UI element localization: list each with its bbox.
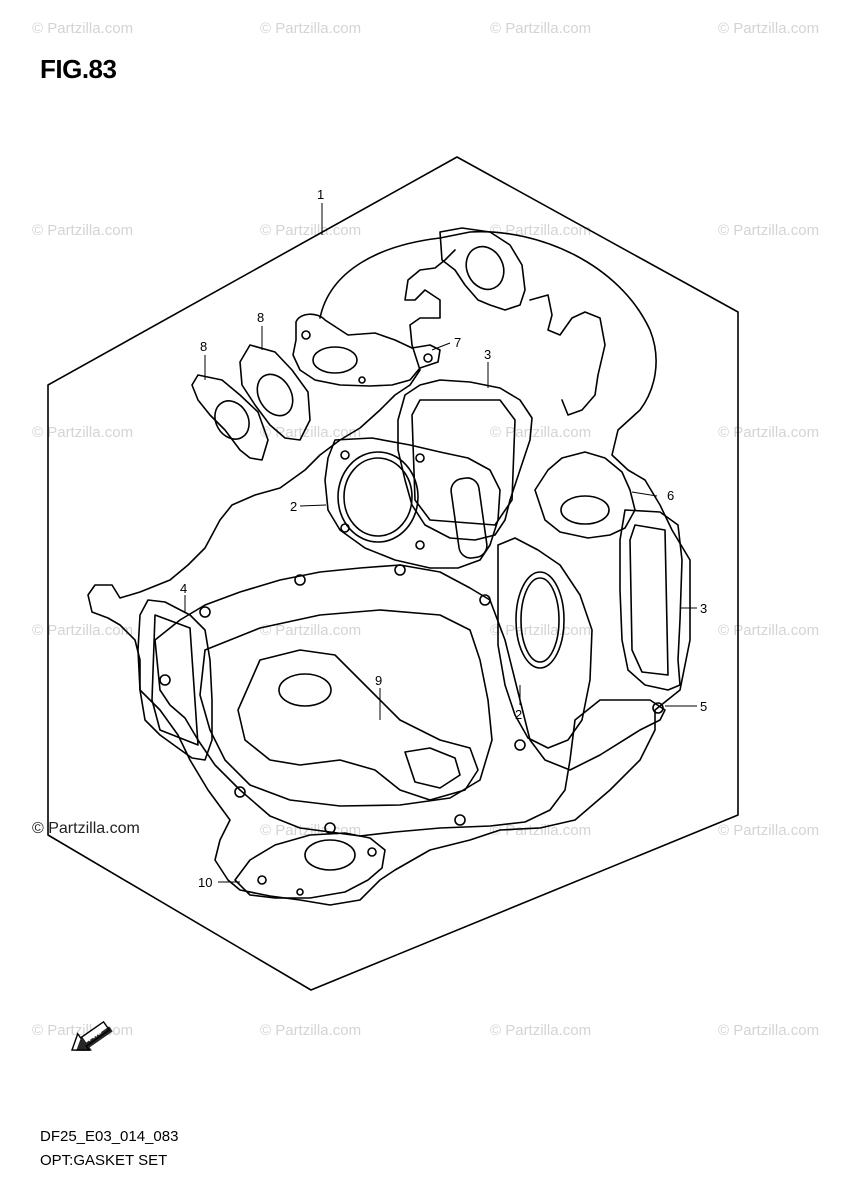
watermark: © Partzilla.com (260, 424, 362, 441)
manifold-top (439, 227, 526, 311)
callout-9: 9 (375, 673, 382, 688)
callout-7: 7 (454, 335, 461, 350)
watermark-main: © Partzilla.com (32, 820, 140, 837)
watermark: © Partzilla.com (32, 222, 134, 239)
gasket-part-2-upper (324, 437, 501, 569)
watermark: © Partzilla.com (260, 1022, 362, 1039)
callout-leaders (184, 203, 697, 883)
callout-10: 10 (198, 875, 212, 890)
watermark: © Partzilla.com (490, 822, 592, 839)
watermark: © Partzilla.com (490, 622, 592, 639)
watermark: © Partzilla.com (32, 424, 134, 441)
crankcase-right-lobe (529, 294, 606, 416)
callout-3-upper: 3 (484, 347, 491, 362)
watermark: © Partzilla.com (32, 1022, 134, 1039)
callout-3-right: 3 (700, 601, 707, 616)
watermark: © Partzilla.com (718, 622, 820, 639)
callout-1: 1 (317, 187, 324, 202)
gasket-part-4 (137, 599, 213, 761)
callout-labels: 1 2 2 3 3 4 5 6 7 8 8 9 10 (180, 187, 707, 890)
watermark: © Partzilla.com (260, 222, 362, 239)
crankcase-outline (87, 230, 691, 906)
callout-2-upper: 2 (290, 499, 297, 514)
watermark: © Partzilla.com (260, 622, 362, 639)
gasket-part-3-right (619, 509, 683, 691)
gasket-part-5 (237, 649, 479, 801)
watermark: © Partzilla.com (32, 20, 134, 37)
callout-8-left: 8 (200, 339, 207, 354)
gasket-part-9 (154, 564, 666, 837)
watermark: © Partzilla.com (718, 222, 820, 239)
watermark: © Partzilla.com (718, 20, 820, 37)
gasket-part-2-right (497, 537, 593, 749)
set-boundary-hexagon (47, 156, 739, 991)
gasket-part-10 (234, 832, 386, 899)
figure-title: FIG.83 (40, 54, 117, 84)
gasket-part-8-left (191, 374, 269, 461)
watermark: © Partzilla.com (490, 20, 592, 37)
diagram-name: OPT:GASKET SET (40, 1152, 168, 1169)
watermark: © Partzilla.com (718, 1022, 820, 1039)
gasket-part-7 (292, 313, 441, 387)
watermark: © Partzilla.com (718, 424, 820, 441)
gasket-part-8-right (239, 344, 311, 441)
watermark: © Partzilla.com (718, 822, 820, 839)
callout-2-right: 2 (515, 707, 522, 722)
callout-5: 5 (700, 699, 707, 714)
watermark: © Partzilla.com (260, 20, 362, 37)
watermark: © Partzilla.com (260, 822, 362, 839)
watermark: © Partzilla.com (32, 622, 134, 639)
gasket-part-3-upper (397, 379, 533, 541)
watermark: © Partzilla.com (490, 1022, 592, 1039)
callout-8-right: 8 (257, 310, 264, 325)
gasket-part-6 (534, 451, 636, 539)
callout-4: 4 (180, 581, 187, 596)
callout-6: 6 (667, 488, 674, 503)
diagram-code: DF25_E03_014_083 (40, 1128, 179, 1145)
forward-arrow-icon: FWD (71, 1020, 113, 1051)
